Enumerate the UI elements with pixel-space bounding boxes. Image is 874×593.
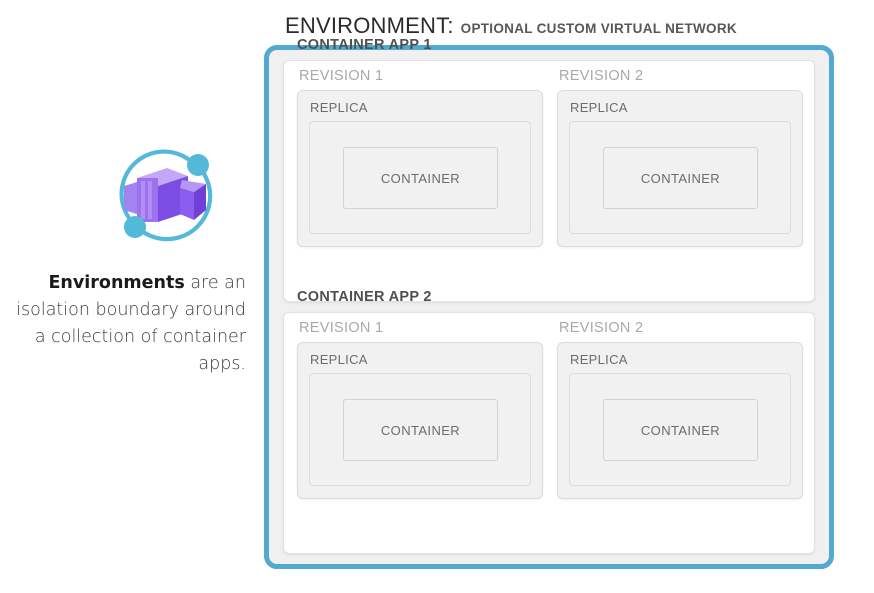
replica-box: REPLICA CONTAINER: [557, 342, 803, 499]
revision-group: REVISION 2 REPLICA CONTAINER: [557, 320, 803, 538]
container-app-label: CONTAINER APP 1: [297, 37, 432, 53]
replica-label: REPLICA: [570, 352, 628, 367]
revision-label: REVISION 2: [559, 320, 644, 336]
page-title: ENVIRONMENT: OPTIONAL CUSTOM VIRTUAL NET…: [285, 13, 737, 43]
page-title-subtitle: OPTIONAL CUSTOM VIRTUAL NETWORK: [460, 21, 737, 36]
container-app-box: CONTAINER APP 2 REVISION 1 REPLICA CONTA…: [283, 289, 815, 554]
replica-box: REPLICA CONTAINER: [297, 342, 543, 499]
revision-group: REVISION 2 REPLICA CONTAINER: [557, 68, 803, 286]
container-box: CONTAINER: [603, 147, 758, 209]
container-app-label: CONTAINER APP 2: [297, 289, 432, 305]
replica-inner-area: CONTAINER: [309, 373, 531, 486]
azure-container-apps-icon-svg: [119, 149, 213, 242]
container-box: CONTAINER: [343, 399, 498, 461]
container-box: CONTAINER: [603, 399, 758, 461]
container-label: CONTAINER: [380, 170, 461, 186]
replica-inner-area: CONTAINER: [569, 121, 791, 234]
caption-lead: Environments: [48, 273, 185, 293]
caption-text: Environments are an isolation boundary a…: [8, 270, 246, 378]
container-box: CONTAINER: [343, 147, 498, 209]
revision-label: REVISION 2: [559, 68, 644, 84]
replica-label: REPLICA: [310, 100, 368, 115]
left-info-panel: Environments are an isolation boundary a…: [0, 0, 250, 593]
replica-inner-area: CONTAINER: [569, 373, 791, 486]
revision-group: REVISION 1 REPLICA CONTAINER: [297, 320, 543, 538]
container-label: CONTAINER: [640, 170, 721, 186]
replica-inner-area: CONTAINER: [309, 121, 531, 234]
replica-box: REPLICA CONTAINER: [557, 90, 803, 247]
replica-box: REPLICA CONTAINER: [297, 90, 543, 247]
azure-container-apps-icon: [110, 140, 222, 252]
revision-label: REVISION 1: [299, 320, 384, 336]
container-label: CONTAINER: [380, 422, 461, 438]
container-label: CONTAINER: [640, 422, 721, 438]
revision-label: REVISION 1: [299, 68, 384, 84]
caption-rest: are an isolation boundary around a colle…: [16, 273, 246, 374]
revision-group: REVISION 1 REPLICA CONTAINER: [297, 68, 543, 286]
page-title-main: ENVIRONMENT:: [285, 13, 454, 38]
container-app-box: CONTAINER APP 1 REVISION 1 REPLICA CONTA…: [283, 37, 815, 302]
replica-label: REPLICA: [570, 100, 628, 115]
replica-label: REPLICA: [310, 352, 368, 367]
environment-boundary: CONTAINER APP 1 REVISION 1 REPLICA CONTA…: [264, 37, 834, 569]
